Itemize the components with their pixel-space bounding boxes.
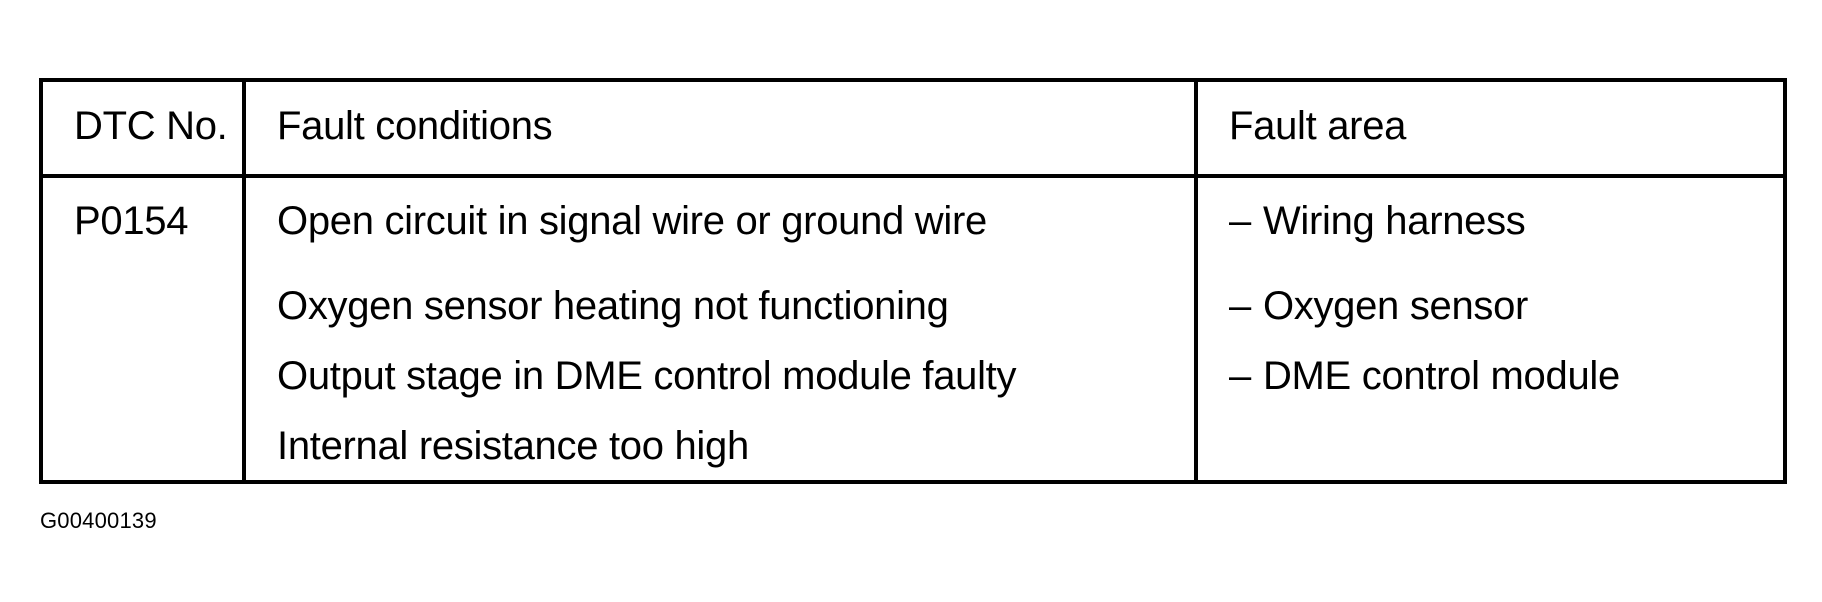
- dash-bullet: –: [1229, 354, 1251, 398]
- header-dtc-no: DTC No.: [43, 82, 246, 178]
- header-fault-conditions: Fault conditions: [246, 82, 1198, 178]
- fault-area-text: Wiring harness: [1262, 199, 1526, 243]
- cell-dtc-number: P0154: [43, 178, 246, 481]
- fault-area-text: Oxygen sensor: [1262, 284, 1529, 328]
- dash-bullet: –: [1229, 284, 1251, 328]
- fault-area-item: – DME control module: [1229, 341, 1783, 411]
- fault-area-item: – Wiring harness: [1229, 201, 1783, 251]
- dash-bullet: –: [1229, 199, 1251, 243]
- header-fault-area: Fault area: [1198, 82, 1783, 178]
- cell-fault-area: – Wiring harness – Oxygen sensor – DME c…: [1198, 178, 1783, 481]
- dtc-table: DTC No. Fault conditions Fault area P015…: [39, 78, 1787, 484]
- figure-id: G00400139: [40, 508, 157, 533]
- fault-condition-item: Open circuit in signal wire or ground wi…: [277, 199, 987, 243]
- fault-condition-item: Internal resistance too high: [277, 424, 749, 468]
- fault-area-item: – Oxygen sensor: [1229, 271, 1783, 341]
- fault-area-text: DME control module: [1262, 354, 1620, 398]
- fault-condition-item: Output stage in DME control module fault…: [277, 354, 1017, 398]
- fault-condition-item: Oxygen sensor heating not functioning: [277, 284, 949, 328]
- cell-fault-conditions: Open circuit in signal wire or ground wi…: [246, 178, 1198, 481]
- dtc-number: P0154: [74, 199, 189, 243]
